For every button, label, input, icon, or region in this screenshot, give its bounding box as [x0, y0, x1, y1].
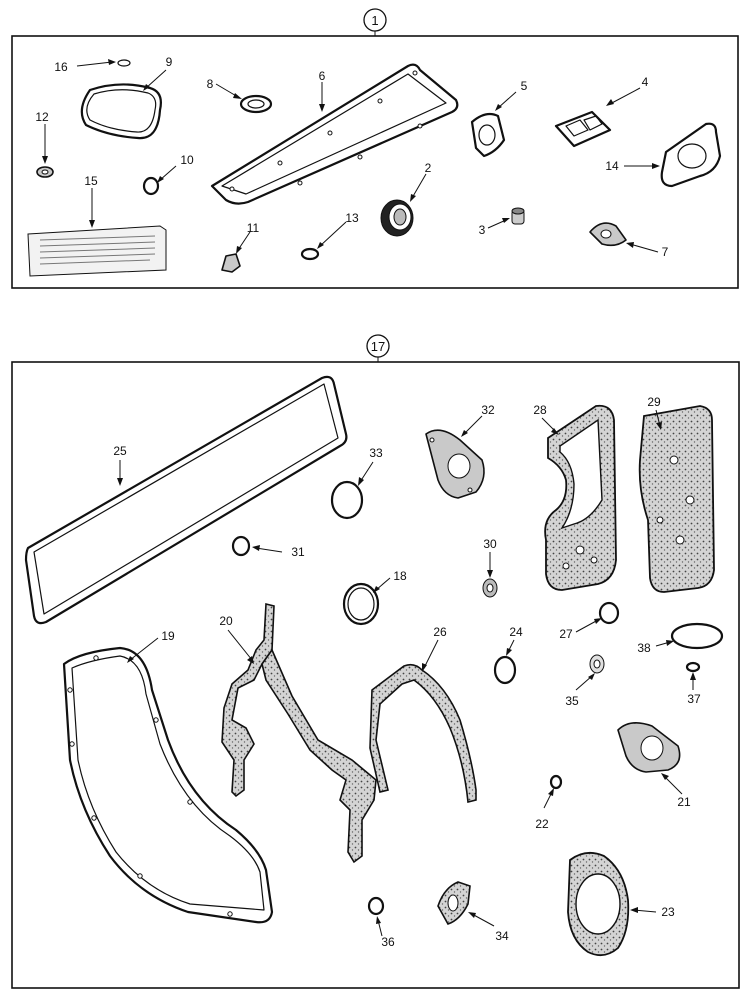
part-37-ring[interactable]	[685, 661, 701, 673]
callout-15: 15	[84, 174, 98, 188]
part-7-gasket[interactable]	[589, 222, 627, 247]
callout-30: 30	[483, 537, 497, 551]
part-10-ring[interactable]	[142, 176, 160, 196]
part-2-crankshaft-seal[interactable]	[380, 199, 414, 237]
part-24-ring[interactable]	[493, 655, 517, 685]
callout-19: 19	[161, 629, 175, 643]
part-21-gasket[interactable]	[617, 722, 681, 773]
part-34-gasket[interactable]	[437, 881, 471, 925]
kit-17-panel: 17	[11, 334, 740, 989]
callout-38: 38	[637, 641, 651, 655]
part-26-gasket[interactable]	[369, 663, 477, 804]
part-15-instruction-label[interactable]	[27, 225, 167, 277]
part-4-gasket[interactable]	[554, 110, 612, 148]
callout-18: 18	[393, 569, 407, 583]
part-22-ring[interactable]	[549, 774, 563, 790]
part-29-gasket[interactable]	[638, 405, 715, 593]
part-32-gasket[interactable]	[425, 429, 485, 499]
callout-11: 11	[247, 221, 260, 235]
part-27-ring[interactable]	[598, 601, 620, 625]
part-13-ring[interactable]	[300, 247, 320, 261]
callout-3: 3	[479, 223, 486, 237]
callout-8: 8	[207, 77, 214, 91]
part-33-ring[interactable]	[330, 480, 364, 520]
part-14-gasket[interactable]	[660, 122, 722, 188]
part-20-gasket[interactable]	[221, 602, 275, 798]
part-31-ring[interactable]	[231, 535, 251, 557]
callout-25: 25	[113, 444, 127, 458]
callout-14: 14	[605, 159, 619, 173]
part-25-gasket[interactable]	[24, 375, 348, 625]
kit-17-label: 17	[371, 339, 385, 354]
callout-9: 9	[166, 55, 173, 69]
callout-22: 22	[535, 817, 549, 831]
callout-33: 33	[369, 446, 383, 460]
callout-37: 37	[687, 692, 701, 706]
kit-1-label: 1	[371, 13, 378, 28]
callout-12: 12	[35, 110, 49, 124]
callout-36: 36	[381, 935, 395, 949]
kit-17-frame	[11, 361, 740, 989]
part-23-gasket[interactable]	[567, 851, 630, 957]
part-28-gasket[interactable]	[544, 404, 617, 591]
kit-1-panel: 1	[11, 8, 739, 289]
callout-34: 34	[495, 929, 509, 943]
callout-2: 2	[425, 161, 432, 175]
callout-13: 13	[345, 211, 359, 225]
part-18-ring[interactable]	[342, 582, 380, 626]
callout-20: 20	[219, 614, 233, 628]
part-5-gasket[interactable]	[470, 112, 506, 158]
callout-7: 7	[662, 245, 669, 259]
callout-6: 6	[319, 69, 326, 83]
part-16-o-ring[interactable]	[117, 59, 131, 67]
part-19-gasket[interactable]	[62, 646, 274, 924]
callout-31: 31	[291, 545, 305, 559]
part-30-seal[interactable]	[482, 578, 498, 598]
callout-35: 35	[565, 694, 579, 708]
callout-24: 24	[509, 625, 523, 639]
callout-28: 28	[533, 403, 547, 417]
callout-4: 4	[642, 75, 649, 89]
part-11-clip[interactable]	[221, 253, 241, 273]
callout-32: 32	[481, 403, 495, 417]
callout-21: 21	[677, 795, 691, 809]
part-3-plug[interactable]	[511, 207, 525, 225]
callout-16: 16	[54, 60, 68, 74]
callout-29: 29	[647, 395, 661, 409]
part-8-seal[interactable]	[239, 94, 273, 114]
part-36-ring[interactable]	[367, 896, 385, 916]
part-35-seal[interactable]	[589, 654, 605, 674]
callout-27: 27	[559, 627, 573, 641]
callout-23: 23	[661, 905, 675, 919]
callout-10: 10	[180, 153, 194, 167]
part-6-gasket[interactable]	[210, 63, 459, 205]
part-38-o-ring[interactable]	[670, 622, 724, 650]
callout-26: 26	[433, 625, 447, 639]
kit-1-frame	[11, 35, 739, 289]
callout-5: 5	[521, 79, 528, 93]
